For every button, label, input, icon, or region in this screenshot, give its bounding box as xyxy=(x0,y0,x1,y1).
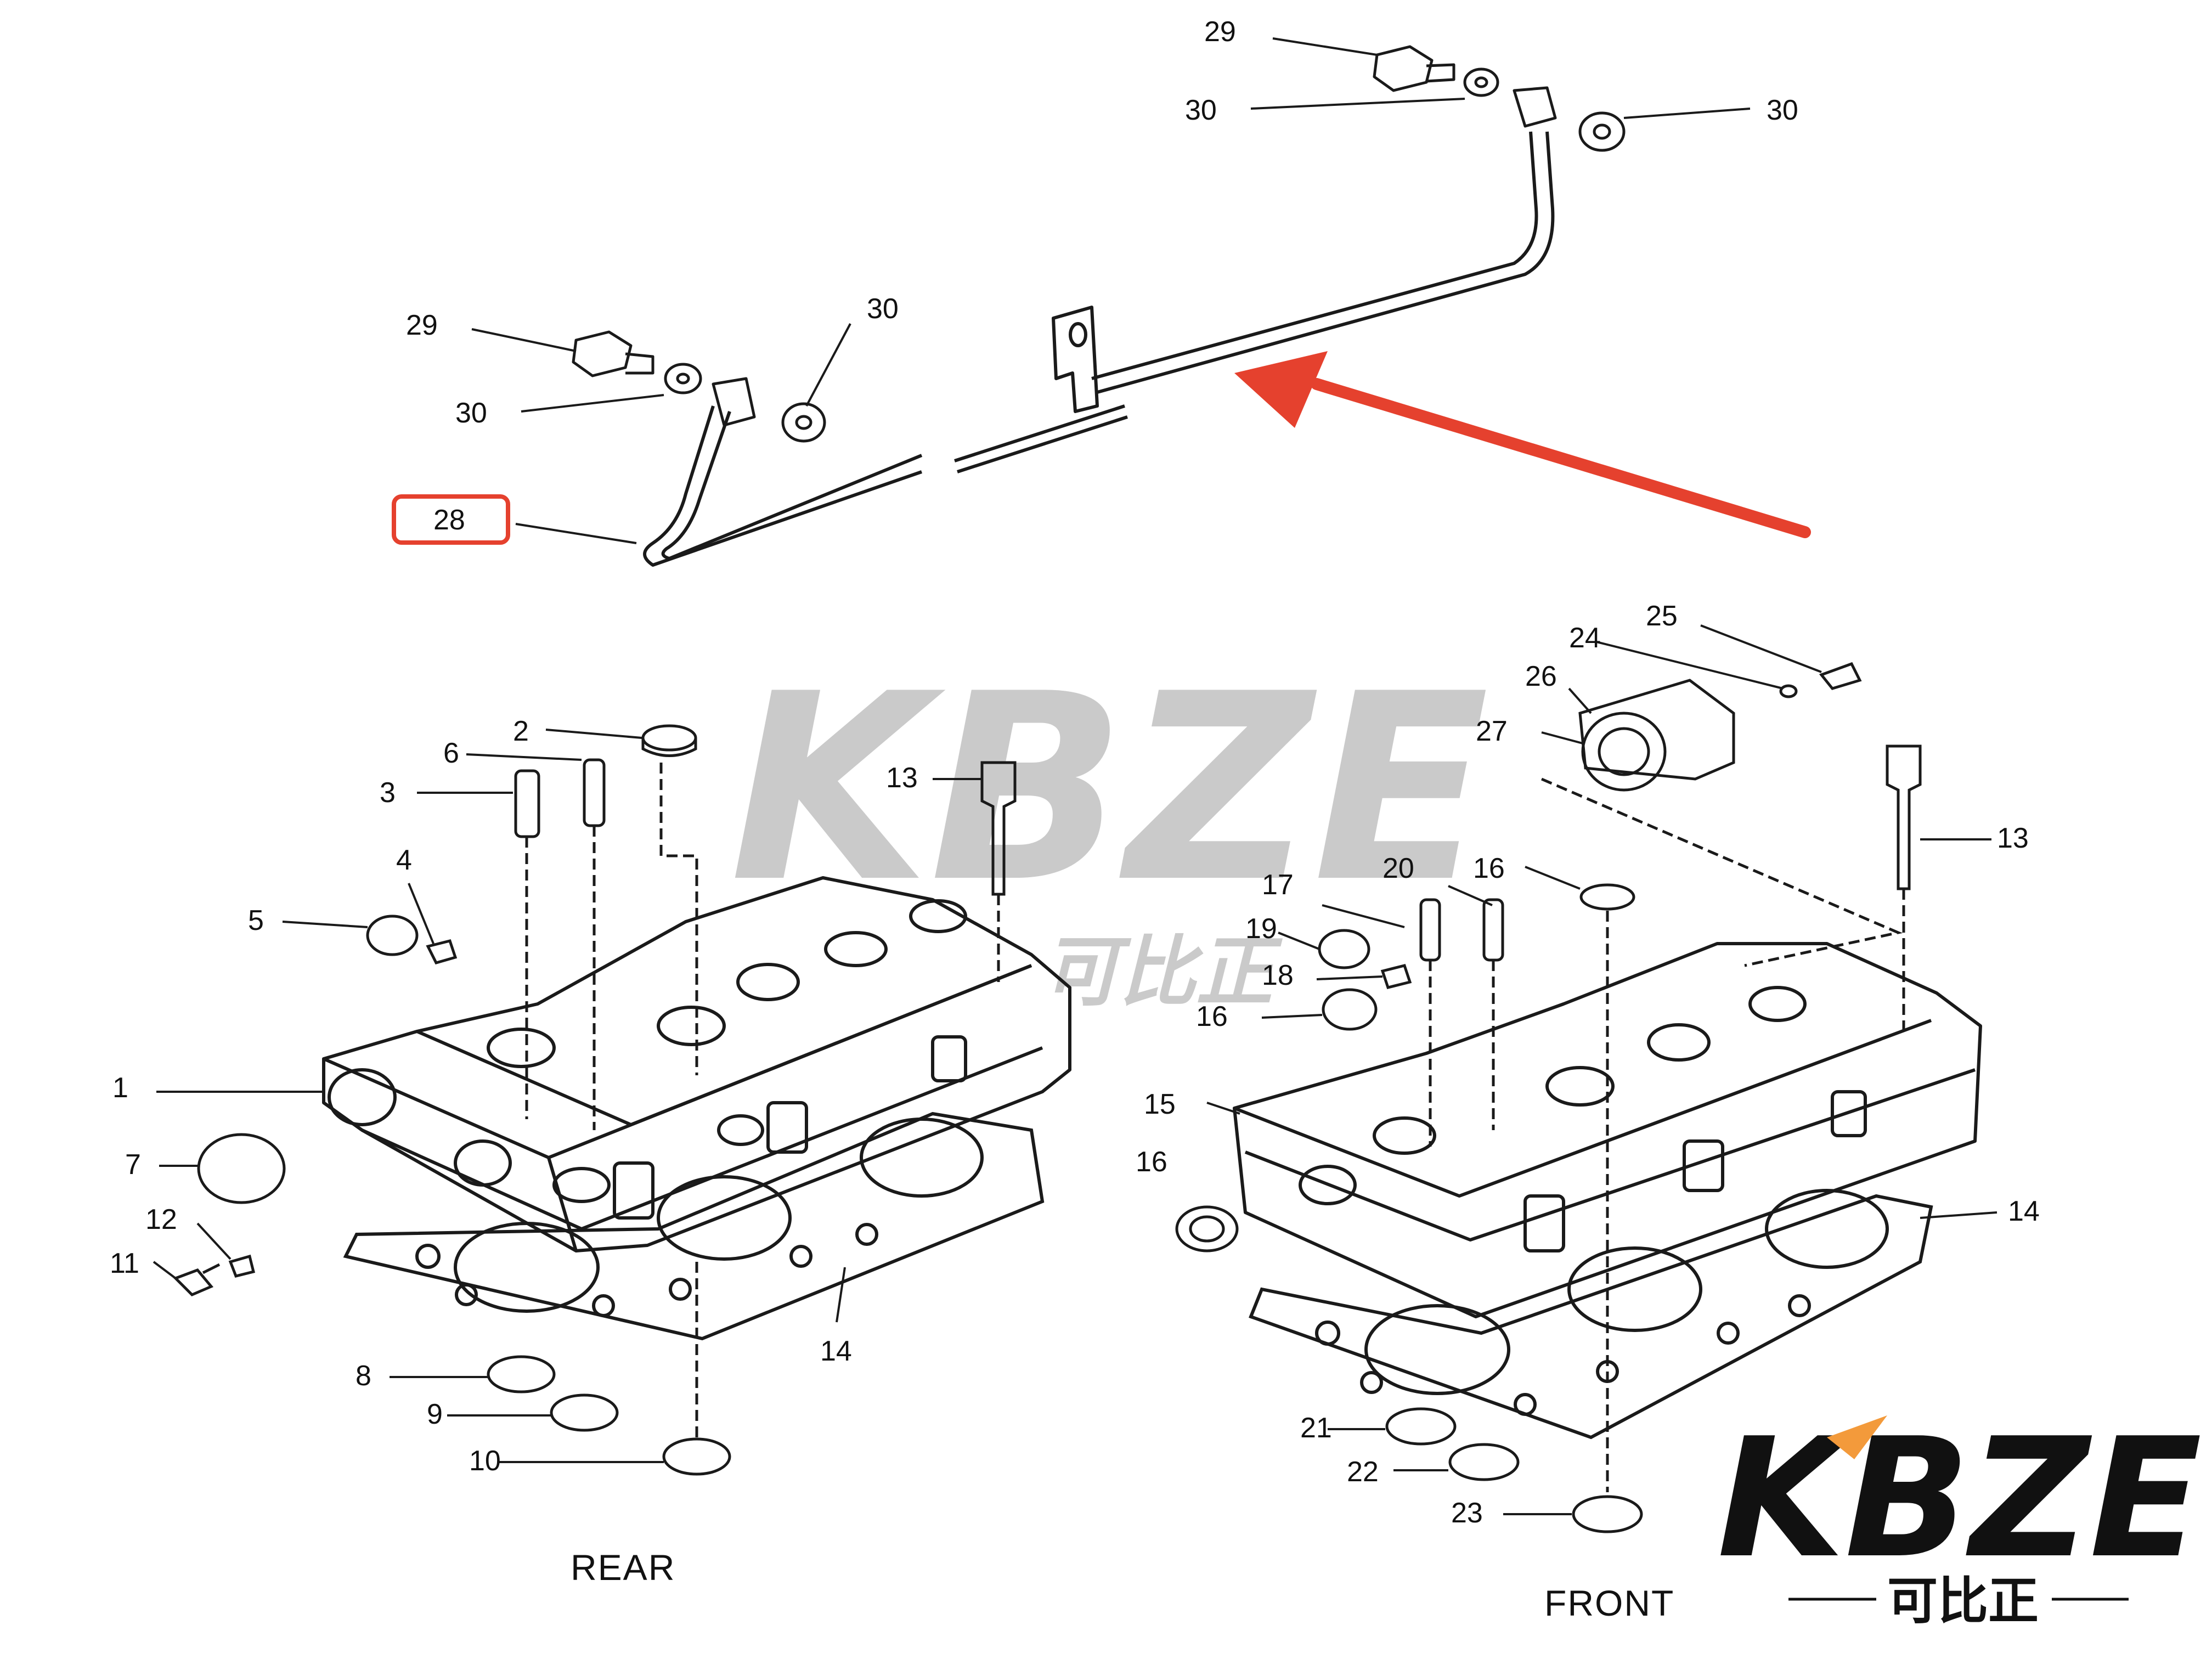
callout-3: 3 xyxy=(380,777,396,809)
part-2-cap xyxy=(641,724,697,752)
callout-24: 24 xyxy=(1569,622,1601,654)
logo-brand: KBZE xyxy=(1717,1403,2202,1594)
callout-10: 10 xyxy=(469,1445,501,1477)
leader-lines xyxy=(153,37,1997,1515)
banjo-upper xyxy=(1373,45,1626,152)
callout-11: 11 xyxy=(110,1248,139,1279)
callout-30-mid-left: 30 xyxy=(455,397,487,429)
watermark: KBZE 可比正 xyxy=(730,639,1489,1017)
callout-29-mid: 29 xyxy=(406,309,438,341)
part-13-bolt xyxy=(980,761,1017,896)
part-4-plug xyxy=(426,939,458,964)
callout-30-top-right: 30 xyxy=(1767,94,1798,126)
front-small-parts xyxy=(1175,662,1922,1533)
callout-13-right: 13 xyxy=(1997,822,2029,854)
part-13b-bolt xyxy=(1886,744,1922,890)
part-10-seal xyxy=(662,1437,731,1476)
part-27-gasket xyxy=(1581,712,1667,792)
callout-29-top: 29 xyxy=(1204,16,1236,48)
highlight-box xyxy=(392,494,510,545)
part-11-bolt xyxy=(173,1263,221,1296)
cylinder-head-front xyxy=(1233,942,1982,1318)
callout-2: 2 xyxy=(513,715,529,747)
callout-18: 18 xyxy=(1262,960,1294,991)
callout-15: 15 xyxy=(1144,1088,1176,1120)
callout-6: 6 xyxy=(443,737,459,769)
banjo-lower xyxy=(572,330,826,443)
part-16-cap-mid xyxy=(1322,988,1378,1031)
callout-4: 4 xyxy=(396,844,412,876)
pipe-clamp xyxy=(1052,306,1099,413)
callout-16-top: 16 xyxy=(1473,853,1505,884)
callout-26: 26 xyxy=(1525,661,1557,692)
pipe-lower xyxy=(643,405,922,567)
part-6-guide xyxy=(583,758,606,827)
callout-25: 25 xyxy=(1646,600,1678,632)
part-7-cap xyxy=(197,1133,286,1204)
part-24-washer xyxy=(1779,684,1798,698)
callout-21: 21 xyxy=(1300,1412,1332,1444)
head-gasket-front xyxy=(1249,1189,1933,1440)
head-gasket-rear xyxy=(343,1111,1045,1341)
pipe-upper xyxy=(1091,131,1538,380)
part-8-seal xyxy=(487,1355,556,1393)
rear-small-parts xyxy=(173,724,1017,1476)
callout-22: 22 xyxy=(1347,1456,1379,1488)
part-18-plug xyxy=(1380,964,1412,989)
head-rear-outline xyxy=(322,876,1071,1252)
part-23-seal xyxy=(1572,1495,1643,1533)
part-12-plug xyxy=(228,1254,256,1278)
kbze-logo: KBZE 可比正 xyxy=(1717,1403,2202,1630)
watermark-brand: KBZE xyxy=(730,639,1489,939)
fuel-pipe-assembly xyxy=(572,45,1626,567)
part-21-seal xyxy=(1385,1407,1457,1446)
pipe-lower-inner xyxy=(661,411,923,560)
clamp-hole xyxy=(1069,322,1087,347)
callout-30-top-left: 30 xyxy=(1185,94,1217,126)
callouts: 29 30 30 29 30 30 28 2 6 3 4 5 13 1 7 12… xyxy=(110,16,2040,1529)
part-25-bolt xyxy=(1819,662,1862,690)
pipe-sleeve xyxy=(954,404,1128,473)
view-label-rear: REAR xyxy=(571,1547,675,1588)
callout-8: 8 xyxy=(356,1360,371,1392)
callout-19: 19 xyxy=(1245,913,1277,945)
highlight-arrow xyxy=(1234,351,1811,538)
callout-16-low: 16 xyxy=(1136,1146,1167,1178)
callout-27: 27 xyxy=(1476,715,1508,747)
logo-cn: 可比正 xyxy=(1887,1572,2039,1630)
part-16-cap-top xyxy=(1579,883,1635,911)
callout-14-left: 14 xyxy=(820,1335,852,1367)
callout-5: 5 xyxy=(248,905,264,936)
watermark-cn: 可比正 xyxy=(1042,928,1283,1017)
callout-20: 20 xyxy=(1383,853,1414,884)
callout-14-right: 14 xyxy=(2008,1195,2040,1227)
callout-28: 28 xyxy=(433,504,465,536)
callout-7: 7 xyxy=(125,1149,141,1181)
view-label-front: FRONT xyxy=(1544,1583,1674,1623)
part-16-cap-low xyxy=(1175,1205,1239,1252)
callout-1: 1 xyxy=(112,1072,128,1104)
pipe-upper-inner xyxy=(1097,131,1555,394)
callout-17: 17 xyxy=(1262,869,1294,901)
part-9-seal xyxy=(550,1393,619,1432)
callout-23: 23 xyxy=(1451,1497,1483,1529)
callout-13-left: 13 xyxy=(886,762,918,794)
part-22-seal xyxy=(1448,1443,1520,1481)
callout-12: 12 xyxy=(145,1204,177,1235)
part-5-plug xyxy=(366,915,419,956)
callout-30-mid-right: 30 xyxy=(867,293,899,325)
callout-16-mid: 16 xyxy=(1196,1001,1228,1032)
part-3-guide xyxy=(514,769,540,838)
logo-accent xyxy=(1827,1415,1887,1459)
callout-9: 9 xyxy=(427,1398,443,1430)
